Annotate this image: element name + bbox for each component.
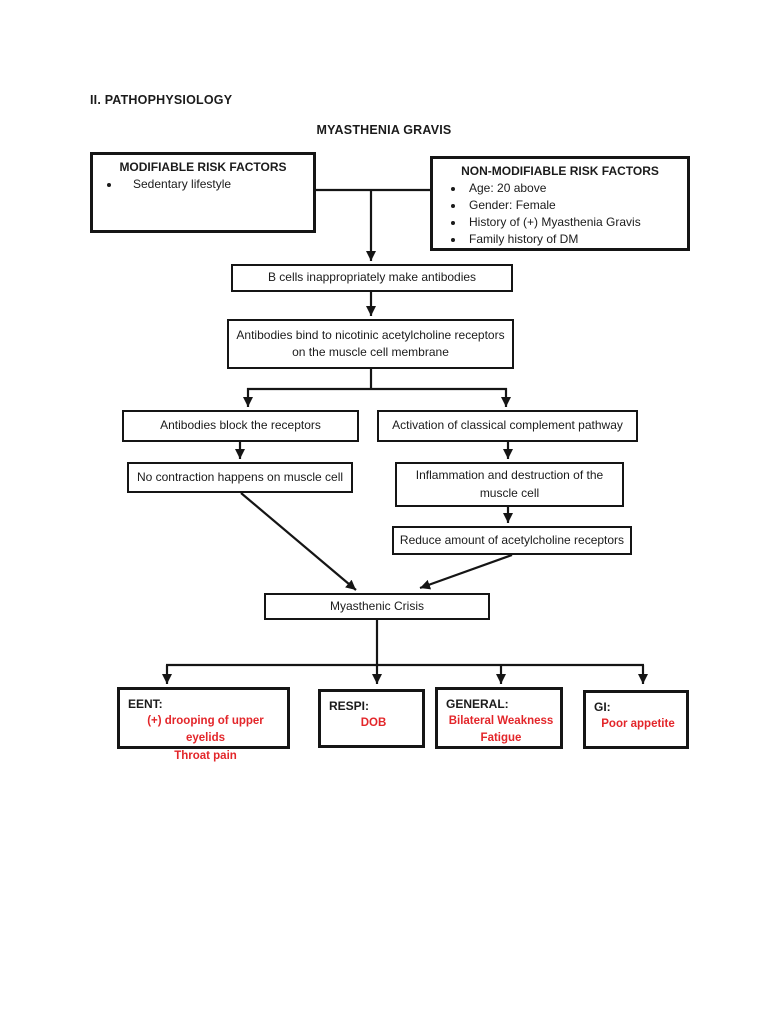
modifiable-risk-list: Sedentary lifestyle [121, 176, 305, 193]
system-label: EENT: [128, 697, 163, 711]
risk-item: History of (+) Myasthenia Gravis [465, 214, 679, 231]
symptom-text: Throat pain [174, 749, 237, 762]
risk-item: Age: 20 above [465, 180, 679, 197]
flow-box-no-contraction: No contraction happens on muscle cell [127, 462, 353, 493]
flow-box-antibodies-bind-line2: on the muscle cell membrane [292, 345, 449, 359]
symptom-text: Poor appetite [601, 718, 675, 730]
symptom-text: (+) drooping of upper eyelids [147, 715, 264, 745]
symptom-text: Fatigue [480, 732, 522, 745]
flow-box-block-receptors: Antibodies block the receptors [122, 410, 359, 442]
manifestation-box-general: GENERAL: Bilateral Weakness Fatigue [435, 687, 563, 749]
non-modifiable-risk-factors-box: NON-MODIFIABLE RISK FACTORS Age: 20 abov… [430, 156, 690, 251]
manifestation-box-eent: EENT: (+) drooping of upper eyelids Thro… [117, 687, 290, 762]
flow-box-inflammation-line2: muscle cell [479, 485, 540, 500]
flow-box-myasthenic-crisis: Myasthenic Crisis [264, 593, 490, 620]
risk-item: Sedentary lifestyle [121, 176, 305, 193]
flow-box-inflammation: Inflammation and destruction of the musc… [395, 462, 624, 507]
flow-box-reduce-receptors: Reduce amount of acetylcholine receptors [392, 526, 632, 555]
manifestation-box-respi: RESPI: DOB [318, 689, 425, 748]
non-modifiable-risk-list: Age: 20 above Gender: Female History of … [465, 180, 679, 248]
connector-diagonal-right-to-crisis [419, 553, 513, 590]
system-label: GI: [594, 700, 611, 714]
connector-diagonal-left-to-crisis [240, 492, 357, 591]
flow-box-antibodies-bind-line1: Antibodies bind to nicotinic acetylcholi… [236, 327, 505, 342]
risk-item: Family history of DM [465, 231, 679, 248]
diagram-title: MYASTHENIA GRAVIS [316, 123, 452, 137]
flow-box-inflammation-line1: Inflammation and destruction of the [415, 468, 604, 483]
system-label: RESPI: [329, 699, 370, 713]
flow-box-complement-pathway: Activation of classical complement pathw… [377, 410, 638, 442]
system-label: GENERAL: [446, 697, 509, 711]
section-heading: II. PATHOPHYSIOLOGY [90, 93, 233, 107]
non-modifiable-risk-title: NON-MODIFIABLE RISK FACTORS [461, 164, 659, 178]
flow-box-antibodies-bind: Antibodies bind to nicotinic acetylcholi… [227, 319, 514, 369]
manifestation-box-gi: GI: Poor appetite [583, 690, 689, 749]
flow-box-b-cells: B cells inappropriately make antibodies [231, 264, 513, 292]
symptom-text: DOB [360, 717, 387, 729]
risk-item: Gender: Female [465, 197, 679, 214]
modifiable-risk-factors-box: MODIFIABLE RISK FACTORS Sedentary lifest… [90, 152, 316, 233]
modifiable-risk-title: MODIFIABLE RISK FACTORS [119, 160, 287, 174]
symptom-text: Bilateral Weakness [448, 715, 554, 727]
